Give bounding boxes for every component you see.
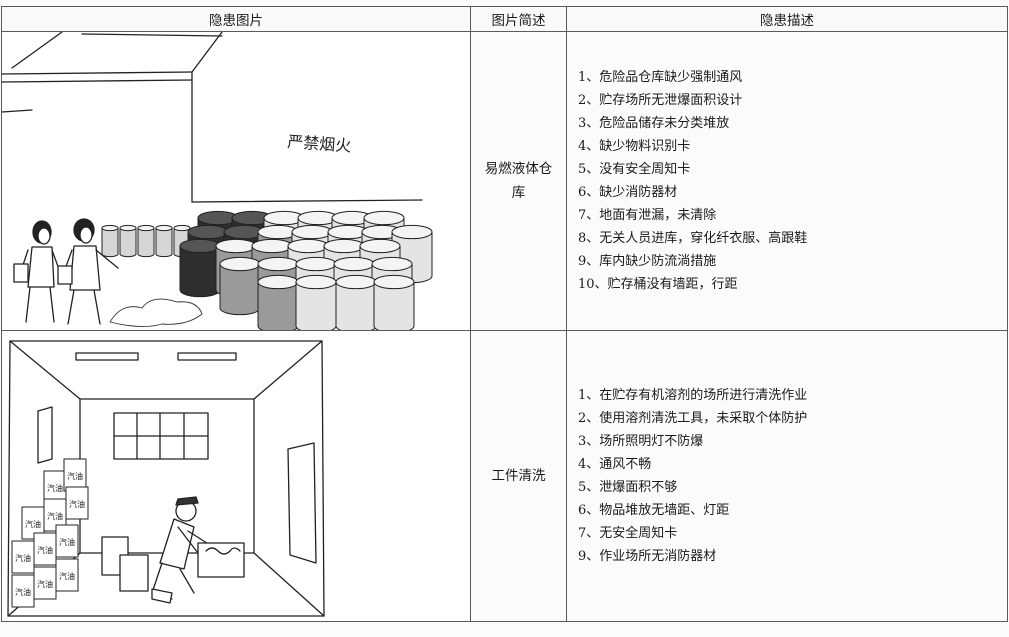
image-brief: 工件清洗	[491, 468, 546, 484]
hazard-item: 5、没有安全周知卡	[578, 162, 691, 177]
hazard-image-cleaning-room: 汽油汽油汽油汽油汽油汽油汽油汽油汽油汽油汽油	[1, 330, 471, 622]
header-hazard-image: 隐患图片	[1, 6, 471, 32]
gasoline-box-label: 汽油	[15, 587, 31, 597]
gasoline-box: 汽油	[33, 566, 57, 600]
gasoline-box-label: 汽油	[67, 471, 83, 481]
hazard-item: 4、通风不畅	[578, 457, 652, 472]
gasoline-box-label: 汽油	[47, 511, 63, 521]
hazard-image-warehouse: 严禁烟火	[1, 31, 471, 331]
hazard-item: 5、泄爆面积不够	[578, 480, 678, 495]
gasoline-box: 汽油	[21, 506, 45, 540]
drum	[219, 256, 261, 316]
hazard-item: 4、缺少物料识别卡	[578, 139, 691, 154]
hazard-list: 1、危险品仓库缺少强制通风 2、贮存场所无泄爆面积设计 3、危险品储存未分类堆放 4、…	[577, 66, 1007, 296]
gasoline-box: 汽油	[11, 574, 35, 608]
gasoline-box-label: 汽油	[25, 519, 41, 529]
hazard-item: 10、贮存桶没有墙距，行距	[578, 277, 738, 292]
drum	[257, 274, 299, 330]
gasoline-box: 汽油	[43, 470, 67, 504]
floor-spill	[109, 298, 203, 327]
gasoline-box: 汽油	[55, 558, 79, 592]
header-image-brief: 图片简述	[470, 6, 567, 32]
drum	[137, 224, 155, 258]
table-row: 严禁烟火	[1, 31, 1008, 331]
hazard-item: 7、地面有泄漏，未清除	[578, 208, 717, 223]
hazard-item: 2、使用溶剂清洗工具，未采取个体防护	[578, 411, 808, 426]
gasoline-box: 汽油	[11, 540, 35, 574]
gasoline-box-label: 汽油	[37, 545, 53, 555]
hazard-item: 3、危险品储存未分类堆放	[578, 116, 730, 131]
drum	[119, 224, 137, 258]
gasoline-box-label: 汽油	[59, 571, 75, 581]
gasoline-box-label: 汽油	[15, 553, 31, 563]
drum	[179, 238, 221, 298]
hazard-list: 1、在贮存有机溶剂的场所进行清洗作业 2、使用溶剂清洗工具，未采取个体防护 3、场所…	[577, 384, 1007, 568]
brief-cell: 易燃液体仓库	[470, 31, 567, 331]
gasoline-box-label: 汽油	[59, 537, 75, 547]
room-structure	[7, 340, 325, 617]
warehouse-structure	[2, 32, 423, 203]
hazard-item: 2、贮存场所无泄爆面积设计	[578, 93, 743, 108]
brief-cell: 工件清洗	[470, 330, 567, 622]
hazard-item: 9、作业场所无消防器材	[578, 549, 717, 564]
gasoline-box: 汽油	[63, 458, 87, 492]
gasoline-box-label: 汽油	[69, 499, 85, 509]
drum	[101, 224, 119, 258]
drum	[155, 224, 173, 258]
solvent-buckets	[101, 536, 149, 592]
no-fire-sign: 严禁烟火	[287, 132, 352, 155]
hazard-table: 隐患图片 图片简述 隐患描述	[1, 6, 1008, 622]
drum	[373, 274, 415, 330]
warehouse-illustration: 严禁烟火	[2, 32, 433, 330]
table-row: 汽油汽油汽油汽油汽油汽油汽油汽油汽油汽油汽油	[1, 330, 1008, 622]
drum	[295, 274, 337, 330]
worker	[151, 496, 245, 604]
drum-stack	[179, 210, 433, 330]
drum	[335, 274, 377, 330]
hazard-list-cell: 1、危险品仓库缺少强制通风 2、贮存场所无泄爆面积设计 3、危险品储存未分类堆放 4、…	[566, 31, 1008, 331]
hazard-item: 3、场所照明灯不防爆	[578, 434, 704, 449]
background-drums	[101, 224, 191, 258]
person-left	[13, 220, 61, 323]
hazard-item: 8、无关人员进库，穿化纤衣服、高跟鞋	[578, 231, 808, 246]
hazard-item: 1、在贮存有机溶剂的场所进行清洗作业	[578, 388, 808, 403]
table-header-row: 隐患图片 图片简述 隐患描述	[1, 6, 1008, 32]
hazard-item: 7、无安全周知卡	[578, 526, 678, 541]
hazard-list-cell: 1、在贮存有机溶剂的场所进行清洗作业 2、使用溶剂清洗工具，未采取个体防护 3、场所…	[566, 330, 1008, 622]
hazard-item: 9、库内缺少防流淌措施	[578, 254, 717, 269]
gasoline-box-label: 汽油	[37, 579, 53, 589]
hazard-item: 6、缺少消防器材	[578, 185, 678, 200]
header-hazard-description: 隐患描述	[566, 6, 1008, 32]
gasoline-box: 汽油	[65, 486, 89, 520]
gasoline-box-label: 汽油	[47, 483, 63, 493]
hazard-item: 1、危险品仓库缺少强制通风	[578, 70, 743, 85]
person-right	[57, 218, 119, 325]
hazard-item: 6、物品堆放无墙距、灯距	[578, 503, 730, 518]
image-brief: 易燃液体仓库	[484, 161, 553, 201]
gasoline-box: 汽油	[55, 524, 79, 558]
gasoline-box: 汽油	[33, 532, 57, 566]
